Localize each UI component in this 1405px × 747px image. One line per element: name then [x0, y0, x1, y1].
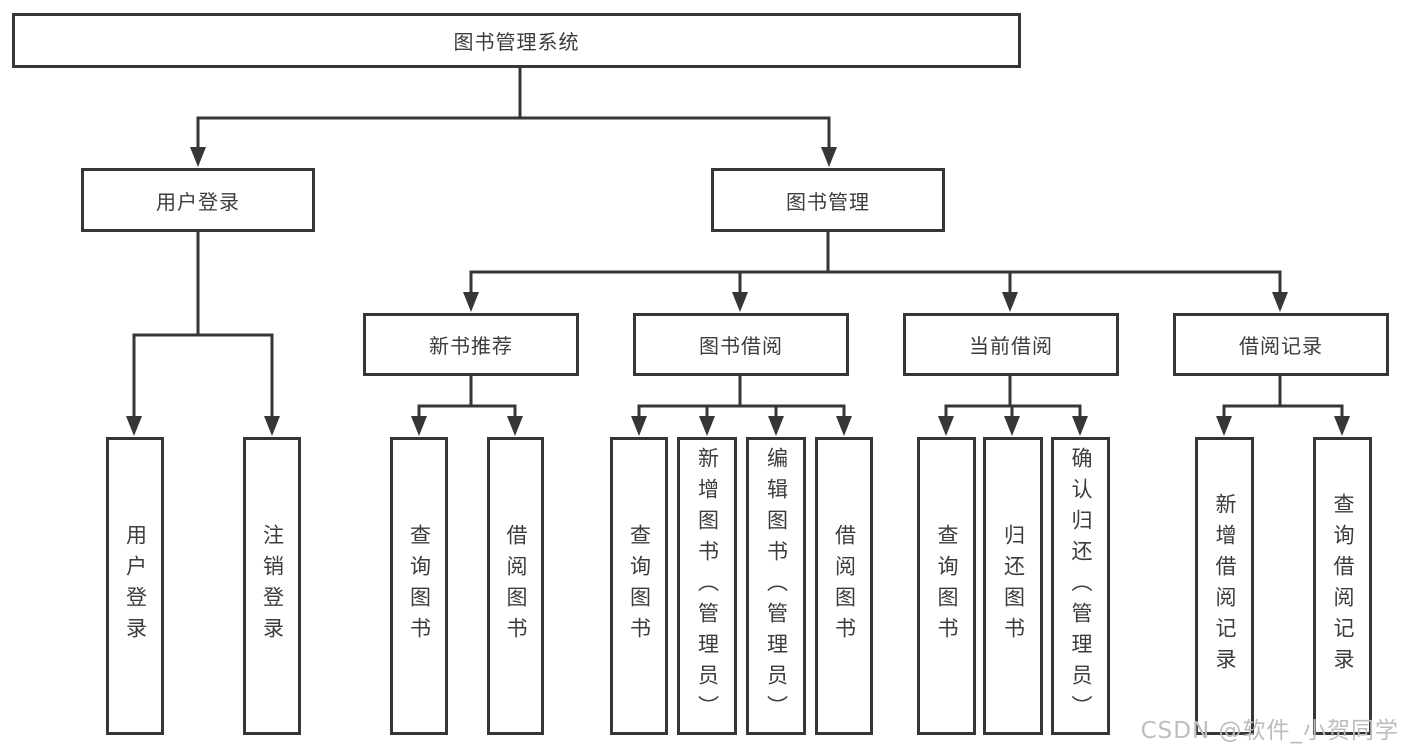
node-new-book-recommendation: 新书推荐 [363, 313, 579, 376]
node-book-management: 图书管理 [711, 168, 945, 232]
leaf-query-books-recommend: 查询图书 [390, 437, 448, 735]
leaf-edit-books-admin: 编辑图书（管理员） [746, 437, 806, 735]
leaf-confirm-return-admin: 确认归还（管理员） [1051, 437, 1110, 735]
leaf-return-books: 归还图书 [983, 437, 1043, 735]
leaf-user-login: 用户登录 [106, 437, 164, 735]
node-borrowing-records: 借阅记录 [1173, 313, 1389, 376]
leaf-query-borrow-record: 查询借阅记录 [1313, 437, 1372, 735]
leaf-query-books-borrowing: 查询图书 [610, 437, 668, 735]
leaf-query-books-current: 查询图书 [917, 437, 976, 735]
node-user-login: 用户登录 [81, 168, 315, 232]
leaf-borrow-books-recommend: 借阅图书 [487, 437, 544, 735]
leaf-add-borrow-record: 新增借阅记录 [1195, 437, 1254, 735]
node-current-borrowing: 当前借阅 [903, 313, 1119, 376]
leaf-add-books-admin: 新增图书（管理员） [677, 437, 737, 735]
leaf-logout: 注销登录 [243, 437, 301, 735]
node-book-borrowing: 图书借阅 [633, 313, 849, 376]
node-library-management-system: 图书管理系统 [12, 13, 1021, 68]
leaf-borrow-books: 借阅图书 [815, 437, 873, 735]
